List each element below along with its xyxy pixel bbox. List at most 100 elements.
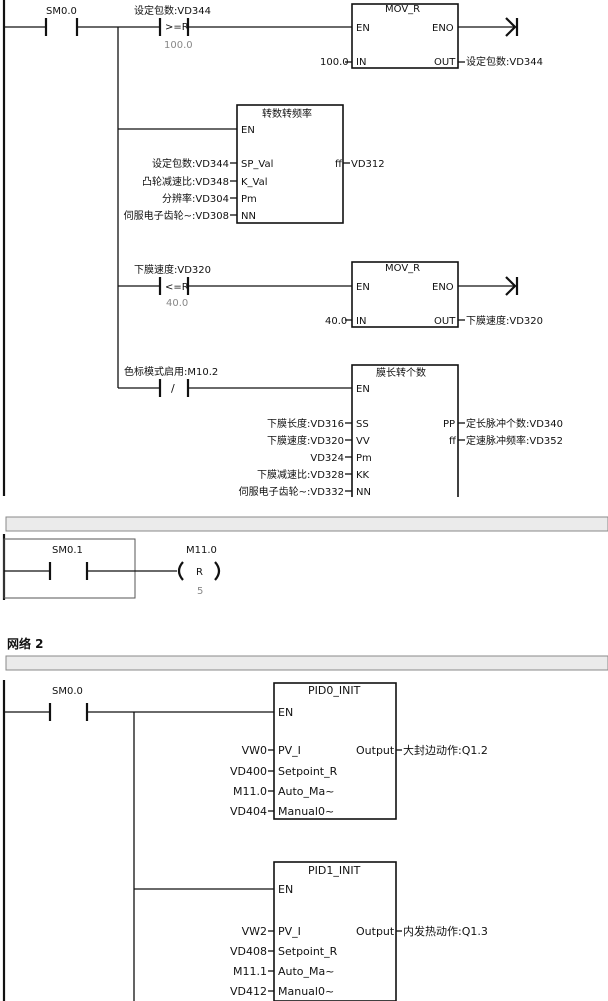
network-comment-bar[interactable] <box>5 655 608 671</box>
film-block[interactable]: 膜长转个数 EN SS VV Pm KK NN PP ff <box>351 364 459 506</box>
network-title[interactable]: 网络 2 <box>7 636 44 651</box>
mov-r-block-1[interactable]: MOV_R EN ENO IN OUT <box>351 3 459 69</box>
block-title: 膜长转个数 <box>376 366 426 379</box>
pin-en: EN <box>278 883 293 896</box>
compare-operand: 下膜速度:VD320 <box>134 263 211 276</box>
nc-contact-m10-2[interactable]: 色标模式启用:M10.2 / <box>124 365 218 397</box>
freq-input-label: 设定包数:VD344 <box>152 157 229 170</box>
pid1-input-label: M11.1 <box>233 965 267 978</box>
film-input-label: 下膜长度:VD316 <box>267 417 344 430</box>
pin-output: Output <box>356 925 395 938</box>
mov1-in-value: 100.0 <box>320 57 349 68</box>
freq-output-label: VD312 <box>351 159 385 170</box>
mov1-out-label: 设定包数:VD344 <box>466 55 543 68</box>
pid0-input-label: M11.0 <box>233 785 267 798</box>
film-output-label: 定长脉冲个数:VD340 <box>466 417 563 430</box>
pin-k-val: K_Val <box>241 177 268 188</box>
block-title: PID1_INIT <box>308 864 361 877</box>
freq-input-label: 分辨率:VD304 <box>162 192 229 205</box>
compare-operand: 设定包数:VD344 <box>134 4 211 17</box>
pin-kk: KK <box>356 470 370 481</box>
freq-block[interactable]: 转数转频率 EN SP_Val K_Val Pm NN ff <box>236 104 344 224</box>
selection-box <box>3 538 136 599</box>
film-output-label: 定速脉冲频率:VD352 <box>466 434 563 447</box>
pin-ss: SS <box>356 419 369 430</box>
pin-out: OUT <box>434 316 456 327</box>
pin-eno: ENO <box>432 282 454 293</box>
compare-op: <=R <box>165 282 189 293</box>
block-title: MOV_R <box>385 263 420 274</box>
top-rung: SM0.0 设定包数:VD344 >=R 100.0 MOV_R EN ENO … <box>2 0 563 506</box>
contact-label: SM0.1 <box>52 545 83 556</box>
pid1-input-label: VW2 <box>242 925 267 938</box>
film-input-label: 下膜速度:VD320 <box>267 434 344 447</box>
pin-output: Output <box>356 744 395 757</box>
contact-label: SM0.0 <box>52 686 83 697</box>
network-1: SM0.1 M11.0 R 5 <box>2 516 608 600</box>
freq-input-label: 伺服电子齿轮~:VD308 <box>124 209 229 222</box>
coil-count: 5 <box>197 586 203 597</box>
pin-in: IN <box>356 57 366 68</box>
pin-sp-val: SP_Val <box>241 159 273 170</box>
pin-manual: Manual0~ <box>278 805 334 818</box>
pin-en: EN <box>356 282 370 293</box>
film-input-label: 伺服电子齿轮~:VD332 <box>239 485 344 498</box>
coil-address: M11.0 <box>186 545 217 556</box>
network-header-bar[interactable] <box>5 516 608 532</box>
network-2: 网络 2 SM0.0 PID0_INIT EN PV_I Setpoint_R … <box>2 636 608 1001</box>
pin-out: OUT <box>434 57 456 68</box>
pin-pv-i: PV_I <box>278 744 301 757</box>
pin-ff: ff <box>449 436 457 447</box>
contact-sm0-0-n2[interactable]: SM0.0 <box>48 686 89 721</box>
pin-pp: PP <box>443 419 455 430</box>
contact-label: SM0.0 <box>46 6 77 17</box>
pin-en: EN <box>356 384 370 395</box>
contact-label: 色标模式启用:M10.2 <box>124 365 218 378</box>
contact-sm0-1[interactable]: SM0.1 <box>48 545 89 580</box>
pin-pm: Pm <box>356 453 372 464</box>
pin-in: IN <box>356 316 366 327</box>
pin-en: EN <box>278 706 293 719</box>
freq-input-label: 凸轮减速比:VD348 <box>142 175 229 188</box>
pid0-input-label: VD404 <box>230 805 267 818</box>
block-title: PID0_INIT <box>308 684 361 697</box>
pin-pv-i: PV_I <box>278 925 301 938</box>
film-input-label: 下膜减速比:VD328 <box>257 469 344 481</box>
compare-contact-ge[interactable]: 设定包数:VD344 >=R 100.0 <box>134 4 211 51</box>
pid1-init-block[interactable]: PID1_INIT EN PV_I Setpoint_R Auto_Ma~ Ma… <box>273 861 397 1001</box>
pin-eno: ENO <box>432 23 454 34</box>
pin-pm: Pm <box>241 194 257 205</box>
block-title: 转数转频率 <box>262 107 312 120</box>
pid1-input-label: VD412 <box>230 985 267 998</box>
block-title: MOV_R <box>385 4 420 15</box>
pid1-output-label: 内发热动作:Q1.3 <box>403 924 488 938</box>
reset-coil[interactable]: M11.0 R 5 <box>177 545 221 597</box>
film-input-label: VD324 <box>310 453 344 464</box>
mov-r-block-2[interactable]: MOV_R EN ENO IN OUT <box>351 261 459 328</box>
pin-setpoint: Setpoint_R <box>278 765 338 778</box>
pin-nn: NN <box>356 487 371 498</box>
pin-auto: Auto_Ma~ <box>278 965 335 978</box>
eno-arrow-icon <box>505 17 517 37</box>
coil-type: R <box>196 567 203 578</box>
mov2-out-label: 下膜速度:VD320 <box>466 314 543 327</box>
pid0-input-label: VW0 <box>242 744 267 757</box>
pin-en: EN <box>356 23 370 34</box>
pin-nn: NN <box>241 211 256 222</box>
mov2-in-value: 40.0 <box>325 316 347 327</box>
pin-vv: VV <box>356 436 370 447</box>
pid1-input-label: VD408 <box>230 945 267 958</box>
pin-auto: Auto_Ma~ <box>278 785 335 798</box>
compare-value: 100.0 <box>164 40 193 51</box>
pin-setpoint: Setpoint_R <box>278 945 338 958</box>
pid0-init-block[interactable]: PID0_INIT EN PV_I Setpoint_R Auto_Ma~ Ma… <box>273 682 397 820</box>
compare-value: 40.0 <box>166 298 188 309</box>
contact-sm0-0[interactable]: SM0.0 <box>44 6 79 36</box>
pin-en: EN <box>241 125 255 136</box>
pid0-input-label: VD400 <box>230 765 267 778</box>
pin-manual: Manual0~ <box>278 985 334 998</box>
eno-arrow-icon <box>505 276 517 296</box>
compare-op: >=R <box>165 22 189 33</box>
pin-ff: ff <box>335 159 343 170</box>
